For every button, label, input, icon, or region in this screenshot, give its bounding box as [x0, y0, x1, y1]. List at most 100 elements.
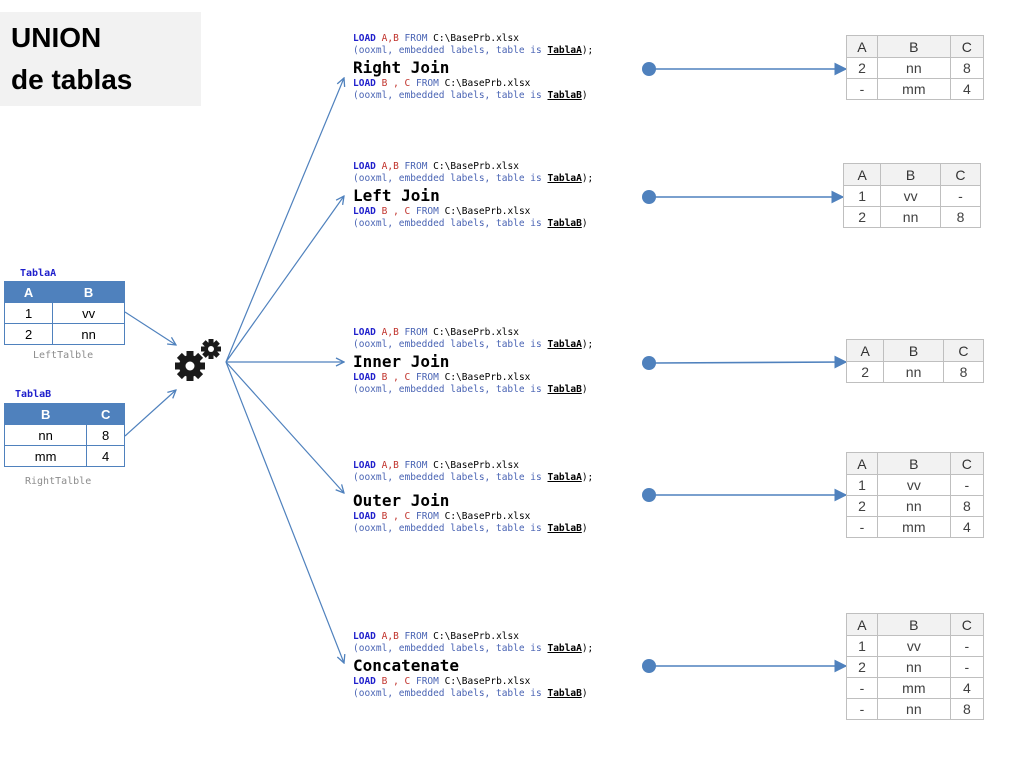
header-cell: A [846, 35, 878, 58]
load-keyword: LOAD [353, 206, 376, 217]
field-list: B , C [381, 206, 411, 217]
concatenate-script: LOAD A,B FROM C:\BasePrb.xlsx (ooxml, em… [353, 631, 593, 700]
join-title: Outer Join [353, 491, 450, 510]
inner-join-result-table: A B C 2 nn 8 [845, 339, 985, 383]
join-title: Right Join [353, 58, 450, 77]
header-cell: C [942, 339, 985, 362]
from-keyword: FROM [415, 206, 439, 217]
source-table-b: B C nn 8 mm 4 [3, 403, 125, 467]
load-keyword: LOAD [353, 161, 376, 172]
field-list: A,B [381, 631, 399, 642]
file-path: C:\BasePrb.xlsx [433, 33, 519, 44]
table-cell: vv [880, 185, 941, 207]
header-cell: C [949, 452, 985, 475]
gear-to-right-join-connector [225, 78, 344, 363]
options-line-a: (ooxml, embedded labels, table is TablaA… [353, 339, 593, 351]
options-line-a: (ooxml, embedded labels, table is TablaA… [353, 45, 593, 57]
title-line-2: de tablas [11, 64, 133, 95]
field-list: B , C [381, 78, 411, 89]
table-row: - mm 4 [846, 78, 985, 100]
header-cell: C [939, 163, 982, 186]
from-keyword: FROM [415, 511, 439, 522]
field-list: B , C [381, 511, 411, 522]
table-name: TablaA [547, 173, 582, 184]
table-row: 2 nn [3, 323, 125, 345]
source-table-b-name: TablaB [15, 389, 52, 400]
header-cell: A [842, 163, 882, 186]
table-cell: - [939, 185, 982, 207]
table-row: 2 nn 8 [846, 57, 985, 79]
result-header-row: A B C [846, 452, 985, 475]
table-row: 1 vv - [846, 635, 985, 657]
header-cell: A [846, 613, 878, 636]
result-header-row: A B C [845, 339, 985, 362]
table-cell: mm [876, 516, 951, 538]
header-cell: A [845, 339, 885, 362]
table-cell: 2 [846, 57, 878, 79]
left-join-script: LOAD A,B FROM C:\BasePrb.xlsx (ooxml, em… [353, 161, 593, 230]
table-row: mm 4 [3, 445, 125, 467]
left-join-output-dot [642, 190, 656, 204]
load-keyword: LOAD [353, 327, 376, 338]
table-cell: 2 [3, 323, 54, 345]
join-title: Left Join [353, 186, 440, 205]
options-line-a: (ooxml, embedded labels, table is TablaA… [353, 472, 593, 484]
table-cell: 4 [949, 516, 985, 538]
concatenate-output-dot [642, 659, 656, 673]
source-table-b-header-row: B C [3, 403, 125, 425]
table-cell: 1 [3, 302, 54, 324]
table-cell: 8 [939, 206, 982, 228]
options-line-a: (ooxml, embedded labels, table is TablaA… [353, 643, 593, 655]
table-cell: 8 [949, 57, 985, 79]
table-cell: mm [876, 78, 951, 100]
options-line-b: (ooxml, embedded labels, table is TablaB… [353, 90, 593, 102]
table-cell: nn [880, 206, 941, 228]
table-row: 2 nn 8 [842, 206, 982, 228]
close-paren: ); [581, 45, 594, 56]
file-path: C:\BasePrb.xlsx [433, 460, 519, 471]
table-cell: 2 [845, 361, 885, 383]
join-title: Inner Join [353, 352, 450, 371]
table-row: 2 nn - [846, 656, 985, 678]
table-cell: 1 [846, 474, 878, 496]
header-cell: C [86, 403, 125, 425]
table-cell: nn [876, 698, 951, 720]
source-table-a-name: TablaA [20, 268, 57, 279]
header-cell: A [3, 281, 54, 303]
from-keyword: FROM [404, 460, 428, 471]
table-cell: mm [876, 677, 951, 699]
close-paren: ); [581, 339, 594, 350]
table-row: 1 vv [3, 302, 125, 324]
table-name: TablaA [547, 472, 582, 483]
header-cell: A [846, 452, 878, 475]
table-cell: 2 [846, 495, 878, 517]
load-keyword: LOAD [353, 631, 376, 642]
table-cell: nn [3, 424, 88, 446]
table-cell: vv [52, 302, 125, 324]
table-cell: nn [876, 656, 951, 678]
file-path: C:\BasePrb.xlsx [444, 78, 531, 89]
load-line-b: LOAD B , C FROM C:\BasePrb.xlsx [353, 676, 593, 688]
load-keyword: LOAD [353, 676, 376, 687]
table-name: TablaA [547, 643, 582, 654]
outer-join-result-table: A B C 1 vv - 2 nn 8 - mm 4 [846, 452, 985, 538]
load-keyword: LOAD [353, 511, 376, 522]
table-row: 2 nn 8 [845, 361, 985, 383]
source-table-b-caption: RightTalble [25, 476, 92, 487]
options-text: (ooxml, embedded labels, table is [353, 472, 542, 483]
source-b-connector [124, 390, 176, 437]
load-line-b: LOAD B , C FROM C:\BasePrb.xlsx [353, 511, 593, 523]
from-keyword: FROM [415, 372, 439, 383]
right-join-script: LOAD A,B FROM C:\BasePrb.xlsx (ooxml, em… [353, 33, 593, 102]
options-text: (ooxml, embedded labels, table is [353, 90, 542, 101]
table-cell: vv [876, 635, 951, 657]
header-cell: B [880, 163, 941, 186]
table-cell: 2 [846, 656, 878, 678]
file-path: C:\BasePrb.xlsx [444, 676, 531, 687]
load-line-b: LOAD B , C FROM C:\BasePrb.xlsx [353, 78, 593, 90]
gear-to-left-join-connector [225, 196, 344, 363]
table-row: - nn 8 [846, 698, 985, 720]
table-name: TablaA [547, 339, 582, 350]
field-list: B , C [381, 676, 411, 687]
table-name: TablaB [547, 90, 582, 101]
